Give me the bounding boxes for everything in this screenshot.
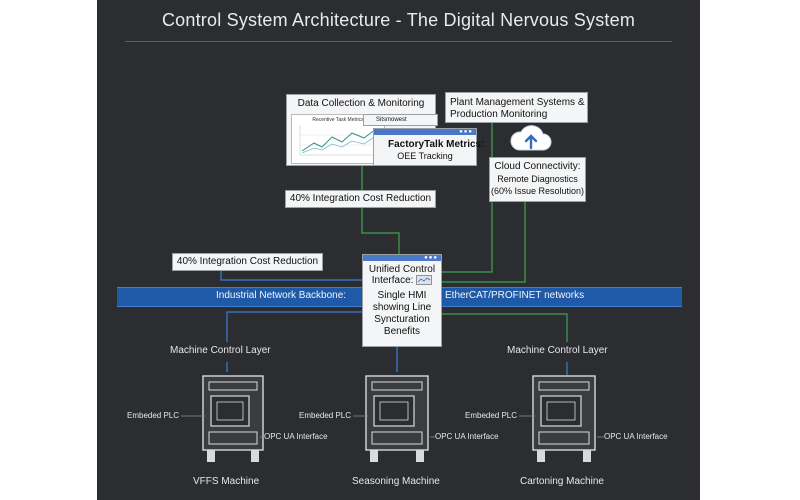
chart-line-series-1 xyxy=(301,128,377,152)
chart-plot xyxy=(299,125,378,156)
seasoning-plc-label: Embeded PLC xyxy=(299,411,352,420)
cartoning-plc-label: Embeded PLC xyxy=(465,411,518,420)
vffs-machine-name: VFFS Machine xyxy=(193,476,260,487)
small-window-label: Sitsmowest xyxy=(376,117,407,123)
seasoning-machine-icon xyxy=(365,375,429,462)
link-cloud-to-unified xyxy=(442,202,526,283)
cartoning-opc-label: OPC UA Interface xyxy=(604,432,668,441)
label-connectors xyxy=(181,415,604,438)
cloud-connectivity-box: Cloud Connectivity: Remote Diagnostics (… xyxy=(489,157,586,202)
factorytalk-window: ●●● FactoryTalk Metrics: OEE Tracking xyxy=(373,128,485,166)
unified-control-window: ●●● Unified Control Interface: Single HM… xyxy=(362,254,442,347)
title-divider xyxy=(125,41,672,42)
data-collection-label: Data Collection & Monitoring xyxy=(297,98,425,109)
unified-body-1: Single HMI xyxy=(377,290,427,301)
cloud-line-2: Remote Diagnostics xyxy=(497,174,578,184)
unified-body-2: showing Line xyxy=(372,302,432,313)
window-titlebar: ●●● xyxy=(374,129,476,135)
cloud-line-3: (60% Issue Resolution) xyxy=(490,186,585,196)
seasoning-machine-name: Seasoning Machine xyxy=(352,476,440,487)
factorytalk-title: FactoryTalk Metrics: xyxy=(388,139,485,150)
hmi-screen-icon xyxy=(416,275,433,286)
seasoning-opc-label: OPC UA Interface xyxy=(435,432,499,441)
cloud-line-1: Cloud Connectivity: xyxy=(494,161,581,172)
diagram-canvas: Control System Architecture - The Digita… xyxy=(97,0,700,500)
cartoning-machine xyxy=(527,372,601,473)
machine-control-layer-left: Machine Control Layer xyxy=(170,345,271,356)
window-controls-icon: ●●● xyxy=(459,129,473,135)
seasoning-machine xyxy=(360,372,434,473)
link-backbone-to-left xyxy=(226,311,362,342)
backbone-label-right: EtherCAT/PROFINET networks xyxy=(445,290,585,301)
unified-body-4: Benefits xyxy=(383,326,421,337)
page-title: Control System Architecture - The Digita… xyxy=(161,10,636,30)
unified-title-line-2: Interface: xyxy=(371,275,414,286)
cloud-upload-icon xyxy=(510,125,552,151)
integration-cost-box-top: 40% Integration Cost Reduction xyxy=(285,190,436,208)
small-window: Sitsmowest xyxy=(363,114,438,126)
chart-title: Recentive Task Metrics xyxy=(312,117,364,123)
unified-title-line-1: Unified Control xyxy=(368,264,436,275)
machine-control-layer-right: Machine Control Layer xyxy=(507,345,608,356)
integration-cost-box-left: 40% Integration Cost Reduction xyxy=(172,253,323,271)
plant-management-line-1: Plant Management Systems & xyxy=(450,97,585,108)
unified-body-3: Syncturation xyxy=(374,314,430,325)
plant-management-box: Plant Management Systems & Production Mo… xyxy=(445,92,588,123)
link-integration-left-to-unified xyxy=(220,271,362,281)
link-unified-right xyxy=(442,313,568,342)
chart-line-series-2 xyxy=(301,135,377,154)
cartoning-machine-icon xyxy=(532,375,596,462)
window-controls-icon: ●●● xyxy=(424,255,438,261)
cartoning-machine-name: Cartoning Machine xyxy=(520,476,604,487)
vffs-machine xyxy=(197,372,269,473)
vffs-opc-label: OPC UA Interface xyxy=(264,432,328,441)
plant-management-line-2: Production Monitoring xyxy=(450,109,548,120)
unified-window-titlebar: ●●● xyxy=(363,255,441,261)
link-integration-to-unified xyxy=(361,208,400,255)
backbone-label-left: Industrial Network Backbone: xyxy=(216,290,347,301)
vffs-plc-label: Embeded PLC xyxy=(127,411,180,420)
factorytalk-subtitle: OEE Tracking xyxy=(397,151,453,161)
vffs-machine-icon xyxy=(202,375,264,462)
